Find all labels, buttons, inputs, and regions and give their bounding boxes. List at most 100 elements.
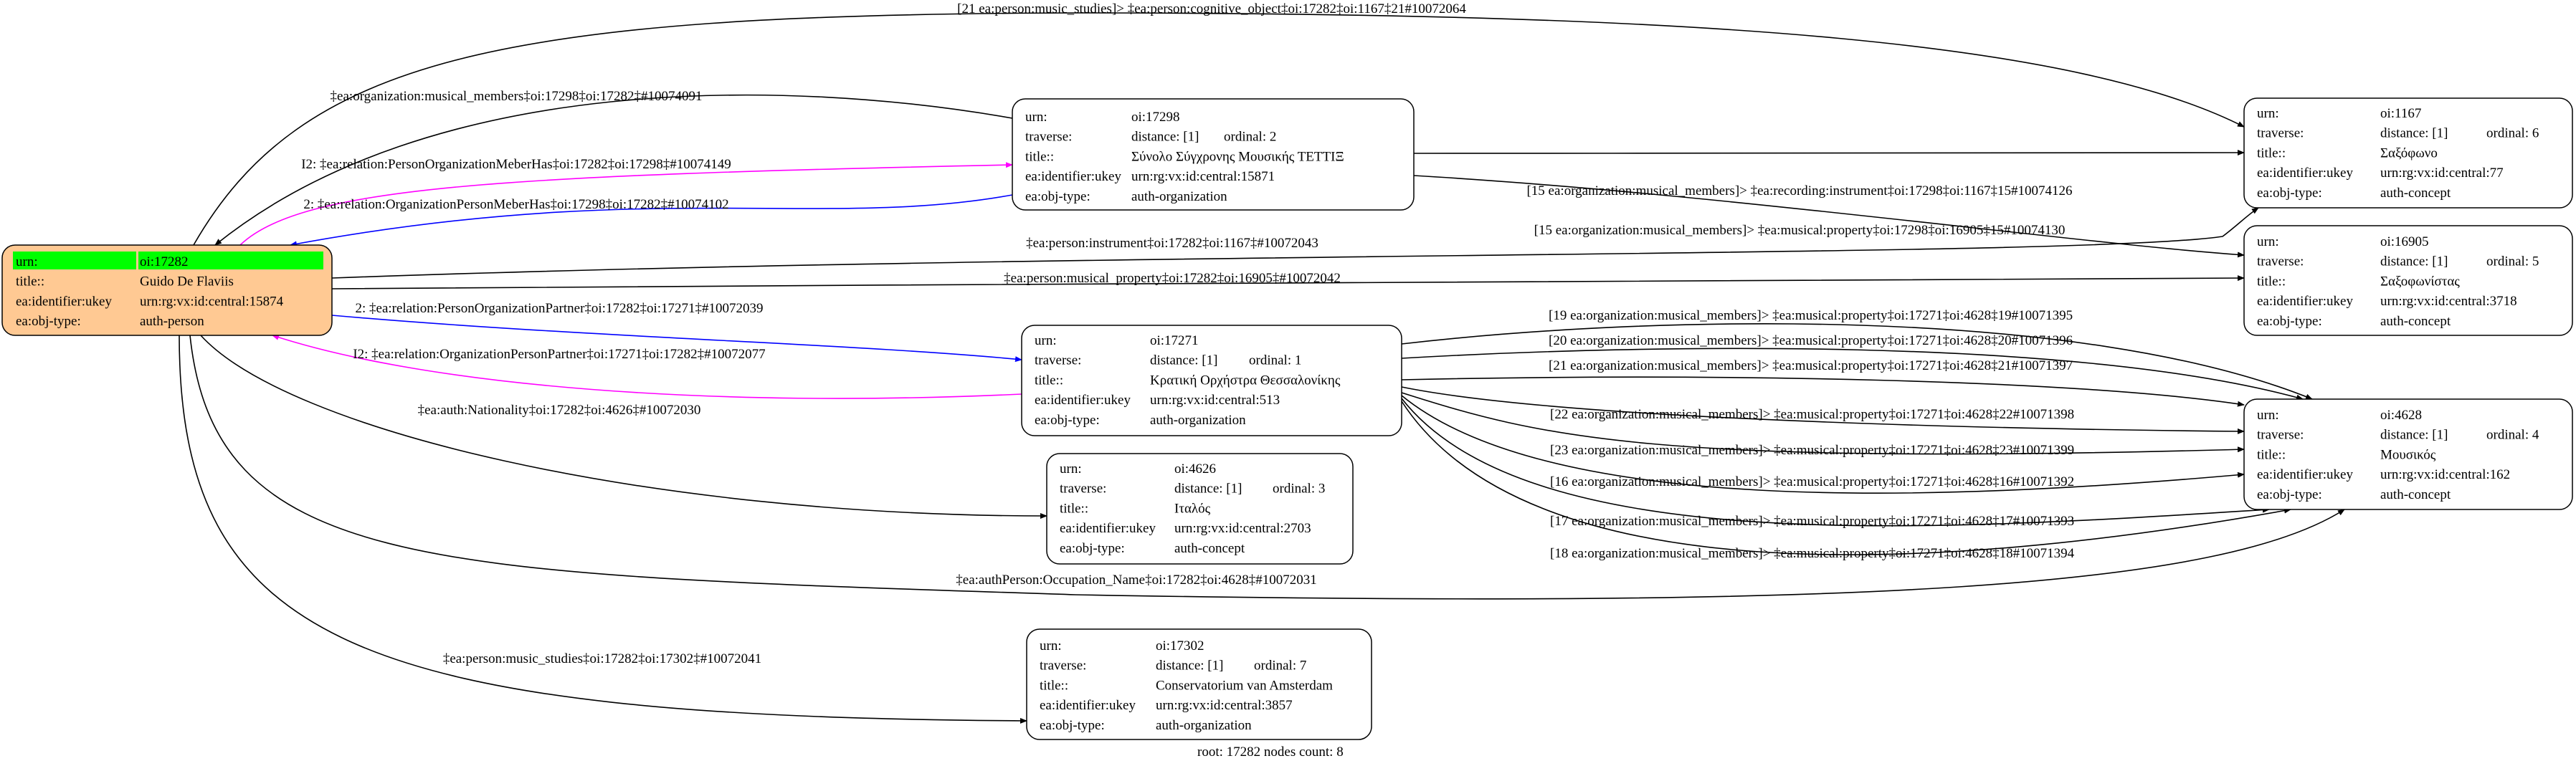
field-value-urn: oi:17298 [1131,110,1180,125]
field-label-traverse: traverse: [2257,126,2304,141]
field-label-title: title:: [1040,678,1068,693]
field-value-ukey: urn:rg:vx:id:central:2703 [1174,521,1311,536]
edge-17282-to-1167: [21 ea:person:music_studies]> ‡ea:person… [193,1,2245,246]
field-label-ukey: ea:identifier:ukey [16,294,112,309]
field-value-distance: distance: [1] [2380,428,2448,443]
field-value-ukey: urn:rg:vx:id:central:77 [2380,166,2504,181]
edge-line[interactable] [1401,401,2291,555]
edge-line[interactable] [193,12,2245,246]
edge-label: [21 ea:person:music_studies]> ‡ea:person… [957,1,1466,16]
edge-label: [22 ea:organization:musical_members]> ‡e… [1550,407,2074,422]
field-label-urn: urn: [2257,234,2279,249]
edge-17271-to-4628: [20 ea:organization:musical_members]> ‡e… [1401,333,2304,401]
field-label-traverse: traverse: [2257,254,2304,269]
edge-line[interactable] [1401,395,2245,494]
edge-label: [15 ea:organization:musical_members]> ‡e… [1534,223,2066,238]
edge-line[interactable] [239,162,1013,246]
edge-line[interactable] [1401,323,2313,400]
edge-17282-to-17302: ‡ea:person:music_studies‡oi:17282‡oi:173… [179,335,1027,724]
field-label-urn: urn: [16,254,38,269]
edge-17298-to-16905: [15 ea:organization:musical_members]> ‡e… [1413,175,2245,258]
field-label-type: ea:obj-type: [2257,186,2322,201]
field-label-ukey: ea:identifier:ukey [2257,467,2353,482]
field-value-type: auth-concept [2380,487,2451,502]
field-label-type: ea:obj-type: [1035,413,1100,428]
node-box [1046,453,1354,565]
edge-line[interactable] [331,315,1022,363]
field-label-type: ea:obj-type: [1040,718,1105,733]
field-value-type: auth-organization [1156,718,1252,733]
field-label-type: ea:obj-type: [1025,189,1090,204]
field-label-type: ea:obj-type: [2257,314,2322,329]
edge-line[interactable] [331,275,2245,289]
graph-footer: root: 17282 nodes count: 8 [1197,745,1344,760]
field-label-urn: urn: [1040,638,1062,654]
edge-label: 2: ‡ea:relation:OrganizationPersonMeberH… [303,197,728,212]
edge-17271-to-4628: [16 ea:organization:musical_members]> ‡e… [1401,395,2245,494]
field-label-type: ea:obj-type: [16,314,81,329]
field-value-type: auth-concept [1174,541,1245,556]
field-value-urn: oi:17302 [1156,638,1204,654]
edge-line[interactable] [1401,348,2304,401]
field-value-urn: oi:17271 [1150,333,1199,348]
edge-line[interactable] [1401,376,2245,407]
field-label-title: title:: [2257,274,2286,289]
node-box [1021,325,1402,436]
edge-line[interactable] [200,335,1047,519]
edge-label: ‡ea:organization:musical_members‡oi:1729… [331,89,703,104]
field-value-type: auth-organization [1131,189,1227,204]
field-label-urn: urn: [2257,408,2279,423]
field-label-ukey: ea:identifier:ukey [2257,166,2353,181]
edge-line[interactable] [179,335,1027,724]
field-value-title: Σύνολο Σύγχρονης Μουσικής ΤΕΤΤΙΞ [1131,149,1344,164]
edge-17298-to-17282: 2: ‡ea:relation:OrganizationPersonMeberH… [290,194,1013,247]
field-label-urn: urn: [2257,106,2279,121]
edge-line[interactable] [214,94,1013,246]
field-label-traverse: traverse: [2257,428,2304,443]
edge-line[interactable] [1401,398,2270,527]
edge-line[interactable] [290,194,1013,247]
edge-line[interactable] [1401,392,2245,455]
field-label-traverse: traverse: [1035,353,1081,368]
field-label-traverse: traverse: [1060,482,1106,497]
field-value-urn: oi:1167 [2380,106,2421,121]
field-value-title: Σαξοφωνίστας [2380,274,2460,289]
edge-label: [19 ea:organization:musical_members]> ‡e… [1549,308,2073,323]
field-value-ordinal: ordinal: 3 [1273,482,1325,497]
edge-line[interactable] [189,335,2345,600]
edge-label: I2: ‡ea:relation:OrganizationPersonPartn… [353,347,765,362]
field-value-type: auth-person [140,314,204,329]
field-value-distance: distance: [1] [1150,353,1217,368]
edges-layer: [21 ea:person:music_studies]> ‡ea:person… [179,1,2345,724]
edge-line[interactable] [1413,175,2245,258]
field-value-type: auth-organization [1150,413,1246,428]
field-value-ordinal: ordinal: 7 [1254,659,1306,674]
urn-highlight [138,252,323,269]
edge-line[interactable] [272,334,1022,399]
field-value-type: auth-concept [2380,186,2451,201]
edge-17282-to-17298: I2: ‡ea:relation:PersonOrganizationMeber… [239,157,1013,246]
edge-label: ‡ea:authPerson:Occupation_Name‡oi:17282‡… [956,573,1316,588]
field-value-ordinal: ordinal: 2 [1224,130,1276,145]
field-label-title: title:: [2257,145,2286,161]
field-value-ordinal: ordinal: 1 [1249,353,1301,368]
edge-label: [23 ea:organization:musical_members]> ‡e… [1550,443,2074,458]
field-value-title: Guido De Flaviis [140,274,234,289]
edge-line[interactable] [1401,386,2245,434]
field-label-type: ea:obj-type: [2257,487,2322,502]
field-value-title: Μουσικός [2380,447,2436,462]
edge-17282-to-16905: ‡ea:person:musical_property‡oi:17282‡oi:… [331,271,2245,289]
field-value-distance: distance: [1] [2380,254,2448,269]
field-value-ukey: urn:rg:vx:id:central:513 [1150,393,1280,408]
field-value-ukey: urn:rg:vx:id:central:15874 [140,294,284,309]
edge-line[interactable] [331,207,2259,279]
edge-17282-to-1167: ‡ea:person:instrument‡oi:17282‡oi:1167‡#… [331,207,2259,279]
